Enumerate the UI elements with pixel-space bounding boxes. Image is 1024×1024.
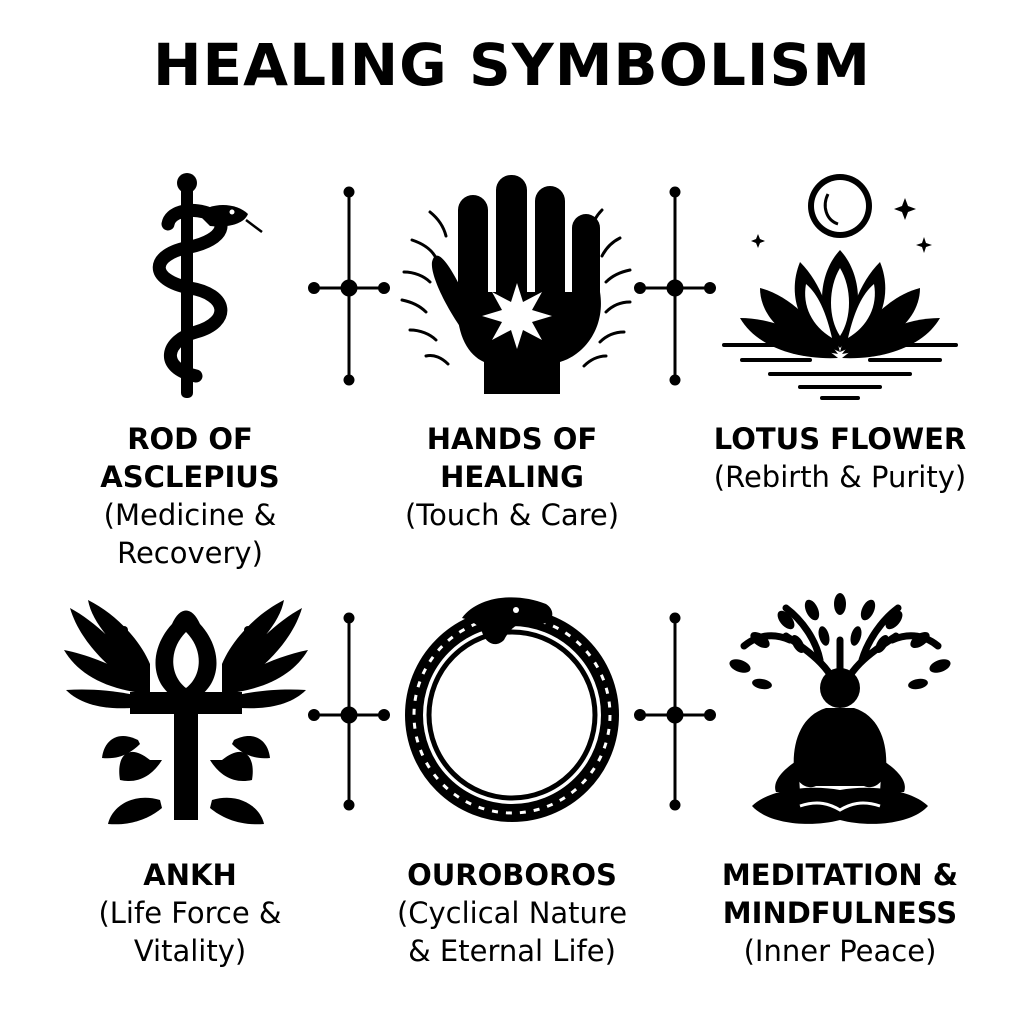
caption-meditation-mindfulness: MEDITATION & MINDFULNESS (Inner Peace)	[690, 856, 990, 970]
connector-top-left	[308, 186, 390, 386]
symbol-name: ROD OF ASCLEPIUS	[100, 422, 280, 494]
page-title: HEALING SYMBOLISM	[153, 31, 871, 99]
symbol-meaning: (Cyclical Nature & Eternal Life)	[396, 896, 628, 968]
winged-ankh-icon	[64, 600, 308, 825]
symbol-name: OUROBOROS	[407, 858, 617, 892]
connector-top-right	[634, 186, 716, 386]
meditation-tree-icon	[729, 593, 951, 824]
symbol-name: ANKH	[143, 858, 237, 892]
symbol-meaning: (Life Force & Vitality)	[98, 896, 282, 968]
symbol-meaning: (Rebirth & Purity)	[713, 460, 967, 494]
symbol-meaning: (Medicine & Recovery)	[103, 498, 277, 570]
symbol-meaning: (Touch & Care)	[404, 498, 620, 532]
symbol-name: LOTUS FLOWER	[713, 422, 967, 456]
rod-of-asclepius-icon	[152, 173, 263, 398]
caption-rod-of-asclepius: ROD OF ASCLEPIUS (Medicine & Recovery)	[40, 420, 340, 572]
healing-hand-icon	[400, 175, 632, 394]
caption-ankh: ANKH (Life Force & Vitality)	[40, 856, 340, 970]
symbol-name: MEDITATION & MINDFULNESS	[721, 858, 959, 930]
caption-hands-of-healing: HANDS OF HEALING (Touch & Care)	[362, 420, 662, 534]
symbol-meaning: (Inner Peace)	[743, 934, 937, 968]
ouroboros-icon	[405, 597, 619, 822]
lotus-flower-icon	[722, 174, 958, 400]
connector-bottom-left	[308, 612, 390, 811]
symbol-name: HANDS OF HEALING	[426, 422, 598, 494]
caption-lotus-flower: LOTUS FLOWER (Rebirth & Purity)	[690, 420, 990, 496]
connector-bottom-right	[634, 612, 716, 811]
caption-ouroboros: OUROBOROS (Cyclical Nature & Eternal Lif…	[362, 856, 662, 970]
